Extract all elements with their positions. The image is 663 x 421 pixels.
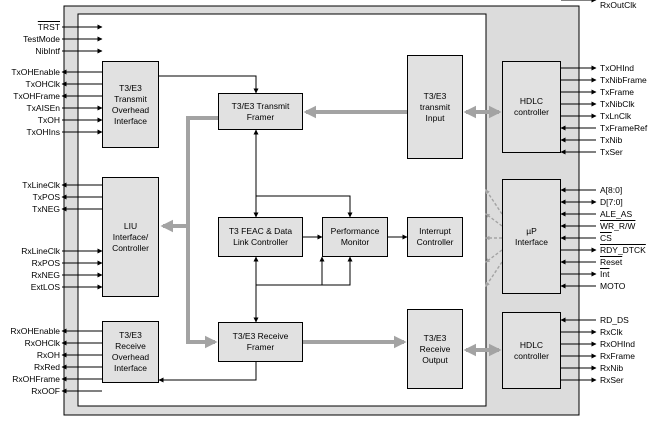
up-bus-line [485, 213, 503, 227]
signal-label: TxPOS [32, 192, 60, 202]
rx-output-block: T3/E3 Receive Output [407, 309, 463, 389]
up-bus-line [485, 249, 503, 263]
signal-label: TxNib [600, 135, 623, 145]
signal-label: D[7:0] [600, 197, 623, 207]
txoh-to-framer-line [159, 75, 259, 94]
signal-label: TxOHFrame [13, 91, 60, 101]
signal-label: RxPOS [31, 258, 60, 268]
signal-label: WR_R/W [600, 221, 636, 231]
performance-monitor-block: Performance Monitor [322, 217, 388, 257]
hdlc-rx-controller-block: HDLC controller [502, 312, 561, 389]
feac-datalink-block: T3 FEAC & Data Link Controller [218, 217, 303, 257]
loop-path [186, 116, 218, 349]
signal-label: RxRed [34, 362, 60, 372]
rx-framer-block: T3/E3 Receive Framer [218, 322, 303, 362]
signal-label: RxOHEnable [10, 326, 60, 336]
signal-label: RxOHInd [600, 339, 635, 349]
signal-label: RxOOF [31, 386, 60, 396]
signal-label: RxOHClk [24, 338, 60, 348]
signal-label: TxNEG [32, 204, 60, 214]
signal-label: A[8:0] [600, 185, 623, 195]
signal-label: RxOHFrame [12, 374, 60, 384]
signal-label: RxClk [600, 327, 623, 337]
signal-label: RxLineClk [21, 246, 60, 256]
signal-label: RxOutClk [600, 0, 637, 10]
signal-label: TxOHClk [25, 79, 60, 89]
signal-label: TxLnClk [600, 111, 632, 121]
signal-label: ALE_AS [600, 209, 633, 219]
signal-label: TxOHEnable [11, 67, 60, 77]
rx-overhead-interface-block: T3/E3 Receive Overhead Interface [102, 321, 159, 383]
signal-label: RxSer [600, 375, 624, 385]
hdlc-tx-controller-block: HDLC controller [502, 61, 561, 153]
signal-label: RxNib [600, 363, 624, 373]
signal-label: TxOHInd [600, 63, 635, 73]
signal-label: TRST [37, 22, 60, 32]
signal-label: TxOH [37, 115, 60, 125]
signal-label: RxOH [36, 350, 60, 360]
rx-to-perf-line2 [256, 256, 353, 286]
signal-label: CS [600, 233, 612, 243]
signal-label: NibIntf [35, 46, 60, 56]
microprocessor-interface-block: µP Interface [502, 179, 561, 294]
signal-label: RxNEG [31, 270, 60, 280]
signal-label: TxOHIns [26, 127, 60, 137]
tx-overhead-interface-block: T3/E3 Transmit Overhead Interface [102, 61, 159, 148]
signal-label: TxLineClk [22, 180, 60, 190]
interrupt-controller-block: Interrupt Controller [407, 217, 463, 257]
signal-label: Int [600, 269, 610, 279]
signal-label: TxNibClk [600, 99, 635, 109]
signal-label: TestMode [23, 34, 60, 44]
signal-label: ExtLOS [30, 282, 60, 292]
signal-label: TxAISEn [26, 103, 60, 113]
signal-label: RxFrame [600, 351, 635, 361]
liu-interface-block: LIU Interface/ Controller [102, 177, 159, 297]
signal-label: TxFrameRef [600, 123, 648, 133]
tx-framer-block: T3/E3 Transmit Framer [218, 93, 303, 130]
signal-label: TxSer [600, 147, 623, 157]
rxframer-to-rxoh-line [158, 362, 257, 383]
signal-label: RDY_DTCK [600, 245, 646, 255]
signal-label: RD_DS [600, 315, 629, 325]
tx-input-block: T3/E3 transmit Input [407, 55, 463, 159]
signal-label: TxNibFrame [600, 75, 647, 85]
signal-label: TxFrame [600, 87, 634, 97]
signal-label: MOTO [600, 281, 626, 291]
to-perf-line [256, 195, 353, 218]
signal-label: Reset [600, 257, 623, 267]
